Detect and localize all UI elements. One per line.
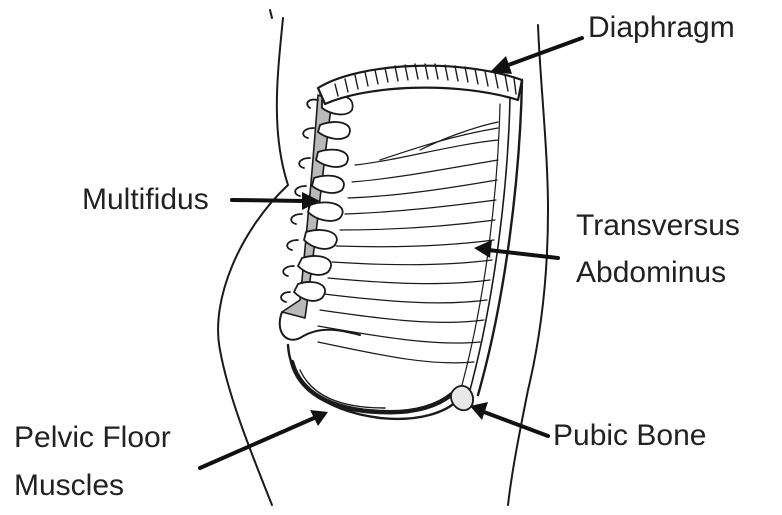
label-abdominus: Abdominus <box>576 255 726 291</box>
label-pubic-bone: Pubic Bone <box>553 418 706 454</box>
pubic-bone <box>451 386 473 410</box>
label-diaphragm: Diaphragm <box>588 10 735 46</box>
label-pelvic-floor: Pelvic Floor <box>14 420 171 456</box>
diaphragm-arrow <box>490 38 582 74</box>
spine <box>281 95 353 318</box>
multifidus-arrow <box>232 192 320 210</box>
label-muscles: Muscles <box>14 468 124 504</box>
label-transversus: Transversus <box>576 208 740 244</box>
transversus-arrow <box>474 240 558 258</box>
pubic-bone-arrow <box>470 402 548 436</box>
pelvic-floor-muscle <box>280 312 458 419</box>
pelvic-floor-arrow <box>200 410 328 468</box>
label-multifidus: Multifidus <box>82 182 209 218</box>
